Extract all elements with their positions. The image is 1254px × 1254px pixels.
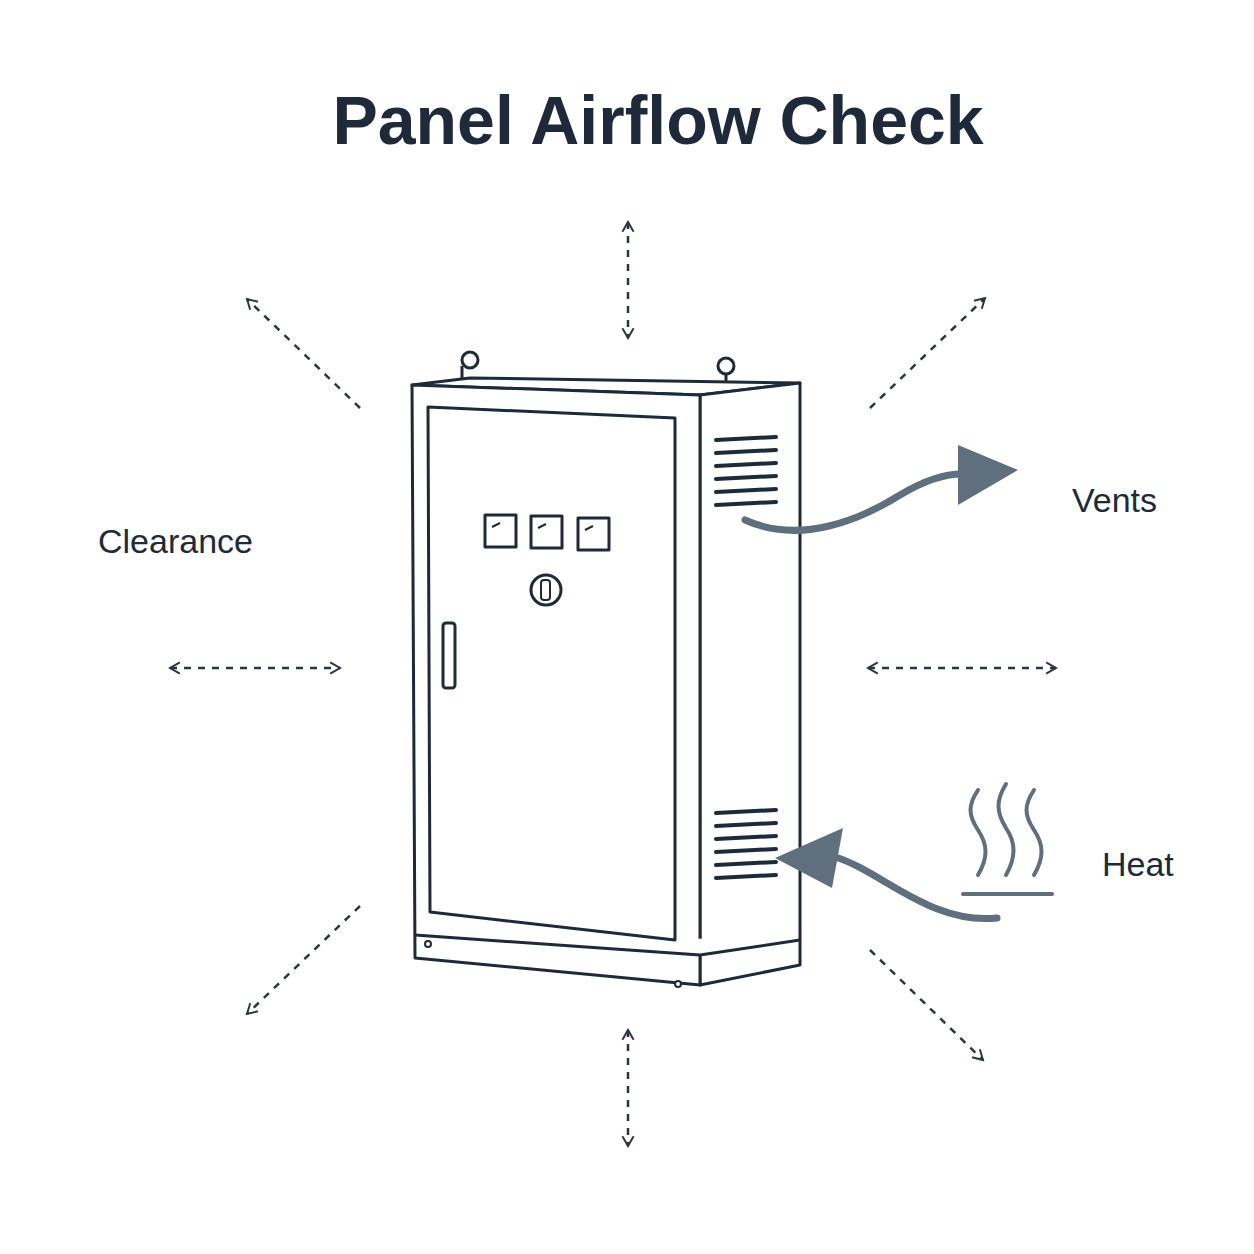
clearance-arrows bbox=[170, 222, 1056, 1146]
vent-louvers bbox=[716, 437, 776, 878]
vent-slat bbox=[716, 450, 776, 453]
vent-slat bbox=[716, 875, 776, 878]
vent-slat bbox=[716, 437, 776, 440]
callout-label: Clearance bbox=[98, 522, 253, 561]
vent-slat bbox=[716, 823, 776, 826]
vent-slat bbox=[716, 862, 776, 865]
vent-slat bbox=[716, 463, 776, 466]
vent-slat bbox=[716, 489, 776, 492]
electrical-cabinet bbox=[412, 352, 800, 987]
airflow-arrows bbox=[745, 474, 997, 919]
vent-slat bbox=[716, 849, 776, 852]
callout-label: Heat bbox=[1102, 845, 1174, 884]
heat-icon bbox=[963, 784, 1052, 894]
airflow-arrowheads bbox=[775, 445, 1018, 888]
diagram-title: Panel Airflow Check bbox=[332, 81, 983, 159]
vent-slat bbox=[716, 836, 776, 839]
callout-label: Vents bbox=[1072, 481, 1157, 520]
vent-slat bbox=[716, 476, 776, 479]
vent-slat bbox=[716, 810, 776, 813]
vent-slat bbox=[716, 502, 776, 505]
